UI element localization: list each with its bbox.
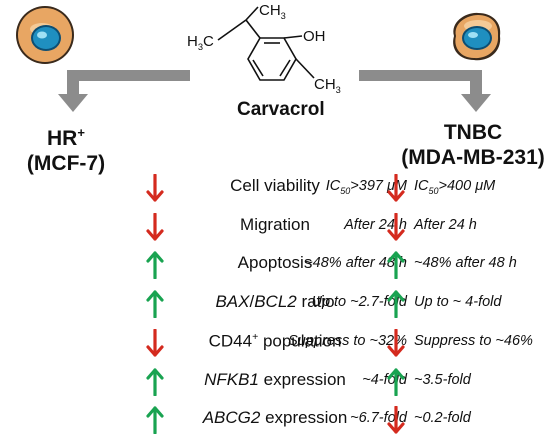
row-6-right-value: ~0.2-fold	[414, 410, 471, 427]
row-1-right-value: After 24 h	[414, 216, 477, 233]
row-4-left-down-arrow-icon	[146, 328, 164, 357]
methyl-left-label: H3C	[187, 33, 214, 52]
row-6-left-up-arrow-icon	[146, 406, 164, 434]
methyl-top-label: CH3	[259, 2, 286, 21]
row-1-right-down-arrow-icon	[387, 212, 405, 241]
row-6-parameter-label: ABCG2 expression	[202, 408, 348, 428]
row-0-right-value: IC50>400 μM	[414, 178, 496, 196]
flow-arrow-right	[359, 70, 491, 112]
row-3-left-up-arrow-icon	[146, 290, 164, 319]
row-1-left-down-arrow-icon	[146, 212, 164, 241]
row-3-right-up-arrow-icon	[387, 290, 405, 319]
flow-arrow-right-head	[461, 94, 491, 112]
row-3-right-value: Up to ~ 4-fold	[414, 294, 502, 311]
row-2-right-value: ~48% after 48 h	[414, 255, 517, 272]
flow-arrow-left-head	[58, 94, 88, 112]
row-1-parameter-label: Migration	[240, 214, 310, 234]
row-4-right-value: Suppress to ~46%	[414, 332, 533, 349]
row-4-parameter-label: CD44+ population	[208, 330, 342, 351]
flow-arrow-right-shaft	[359, 70, 472, 81]
row-0-left-down-arrow-icon	[146, 174, 164, 202]
row-4-right-down-arrow-icon	[387, 328, 405, 357]
row-2-right-up-arrow-icon	[387, 251, 405, 280]
row-0-parameter-label: Cell viability	[230, 176, 320, 195]
carvacrol-structure	[217, 6, 315, 81]
row-1-left-value: After 24 h	[344, 216, 407, 233]
flow-arrow-right-stem	[470, 70, 482, 96]
methyl-right-label: CH3	[314, 76, 341, 95]
mcf7-cell-illustration	[16, 6, 74, 64]
row-3-parameter-label: BAX/BCL2 ratio	[215, 292, 335, 312]
flow-arrow-left	[58, 70, 190, 112]
row-0-right-down-arrow-icon	[387, 174, 405, 202]
row-4-left-value: Suppress to ~32%	[288, 332, 407, 349]
row-5-right-value: ~3.5-fold	[414, 371, 471, 388]
compound-name: Carvacrol	[237, 99, 325, 120]
row-2-left-up-arrow-icon	[146, 251, 164, 280]
row-6-right-down-arrow-icon	[387, 406, 405, 434]
hydroxyl-label: OH	[303, 28, 326, 45]
row-6-left-value: ~6.7-fold	[350, 410, 407, 427]
flow-arrow-left-shaft	[77, 70, 190, 81]
row-2-parameter-label: Apoptosis	[237, 253, 313, 273]
row-2-left-value: ~48% after 48 h	[304, 255, 407, 272]
mda-mb-231-cell-illustration	[453, 12, 501, 61]
row-5-parameter-label: NFKB1 expression	[204, 369, 346, 389]
right-cell-title: TNBC (MDA-MB-231)	[401, 121, 545, 169]
row-0-left-value: IC50>397 μM	[325, 178, 407, 196]
left-cell-title: HR+ (MCF-7)	[26, 125, 106, 175]
row-5-right-up-arrow-icon	[387, 367, 405, 396]
row-5-left-up-arrow-icon	[146, 367, 164, 396]
row-3-left-value: Up to ~2.7-fold	[311, 294, 407, 311]
flow-arrow-left-stem	[67, 70, 79, 96]
